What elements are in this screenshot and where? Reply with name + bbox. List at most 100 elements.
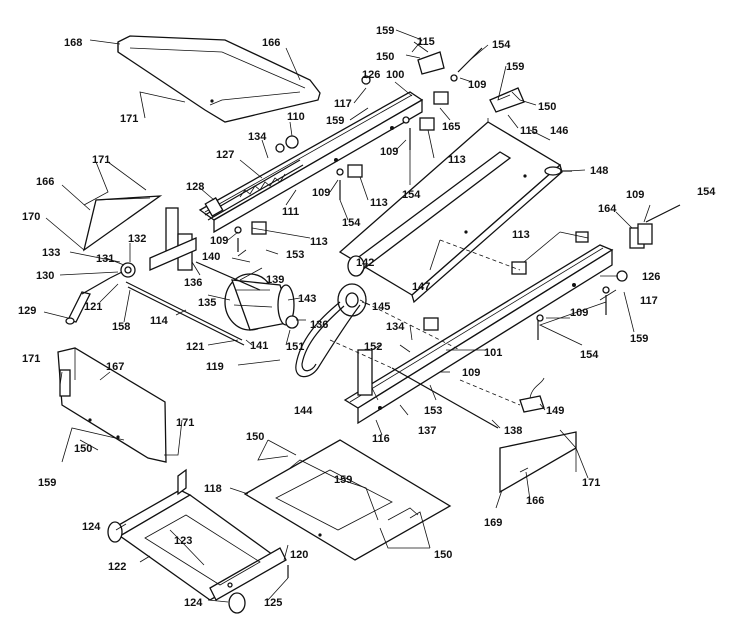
callout-136: 136 (184, 277, 202, 289)
callout-152: 152 (364, 341, 382, 353)
callout-149: 149 (546, 405, 564, 417)
callout-139: 139 (266, 274, 284, 286)
callout-171: 171 (92, 154, 110, 166)
callout-114: 114 (150, 315, 169, 327)
callout-124: 124 (184, 597, 203, 609)
end-bracket (629, 223, 653, 249)
callout-146: 146 (550, 125, 568, 137)
callout-150: 150 (246, 431, 264, 443)
callout-154: 154 (402, 189, 421, 201)
callout-148: 148 (590, 165, 608, 177)
callout-153: 153 (424, 405, 442, 417)
callout-150: 150 (538, 101, 556, 113)
callout-109: 109 (462, 367, 480, 379)
top-shroud (117, 35, 321, 123)
callout-159: 159 (376, 25, 394, 37)
front-panel (57, 347, 167, 463)
callout-166: 166 (262, 37, 280, 49)
callout-109: 109 (312, 187, 330, 199)
callout-140: 140 (202, 251, 220, 263)
callout-labels: 168 166 171 134 110 127 128 111 126 100 … (18, 25, 716, 609)
callout-126: 126 (362, 69, 380, 81)
callout-150: 150 (376, 51, 394, 63)
callout-113: 113 (448, 154, 466, 166)
callout-121: 121 (84, 301, 102, 313)
callout-158: 158 (112, 321, 130, 333)
callout-159: 159 (630, 333, 648, 345)
base-plate (243, 439, 452, 561)
callout-129: 129 (18, 305, 36, 317)
callout-154: 154 (580, 349, 599, 361)
callout-154: 154 (492, 39, 511, 51)
callout-142: 142 (356, 257, 374, 269)
callout-150: 150 (434, 549, 452, 561)
callout-111: 111 (282, 206, 299, 218)
callout-153: 153 (286, 249, 304, 261)
callout-115: 115 (520, 125, 538, 137)
callout-159: 159 (506, 61, 524, 73)
base-frame (107, 468, 289, 614)
callout-118: 118 (204, 483, 222, 495)
callout-123: 123 (174, 535, 192, 547)
bracket-115 (417, 51, 525, 113)
callout-100: 100 (386, 69, 404, 81)
callout-141: 141 (250, 340, 268, 352)
callout-136: 136 (310, 319, 328, 331)
callout-154: 154 (697, 186, 716, 198)
callout-109: 109 (468, 79, 486, 91)
callout-170: 170 (22, 211, 40, 223)
lower-rail (343, 244, 614, 425)
left-side-plate (82, 195, 163, 252)
callout-113: 113 (370, 197, 388, 209)
callout-169: 169 (484, 517, 502, 529)
callout-144: 144 (294, 405, 313, 417)
callout-133: 133 (42, 247, 60, 259)
callout-113: 113 (310, 236, 328, 248)
right-panel (499, 431, 577, 494)
callout-150: 150 (74, 443, 92, 455)
callout-109: 109 (210, 235, 228, 247)
callout-134: 134 (386, 321, 405, 333)
callout-171: 171 (176, 417, 194, 429)
callout-147: 147 (412, 281, 430, 293)
fasteners (234, 47, 681, 340)
callout-124: 124 (82, 521, 101, 533)
rod-137 (329, 339, 499, 429)
callout-127: 127 (216, 149, 234, 161)
switch (519, 377, 545, 413)
callout-138: 138 (504, 425, 522, 437)
callout-137: 137 (418, 425, 436, 437)
callout-168: 168 (64, 37, 82, 49)
callout-119: 119 (206, 361, 224, 373)
pulley (337, 283, 367, 317)
callout-164: 164 (598, 203, 617, 215)
callout-171: 171 (120, 113, 138, 125)
callout-134: 134 (248, 131, 267, 143)
callout-121: 121 (186, 341, 204, 353)
callout-125: 125 (264, 597, 282, 609)
callout-132: 132 (128, 233, 146, 245)
left-post (149, 207, 197, 271)
callout-126: 126 (642, 271, 660, 283)
callout-159: 159 (326, 115, 344, 127)
callout-135: 135 (198, 297, 216, 309)
callout-109: 109 (570, 307, 588, 319)
callout-165: 165 (442, 121, 460, 133)
callout-110: 110 (287, 111, 305, 123)
callout-120: 120 (290, 549, 308, 561)
callout-143: 143 (298, 293, 316, 305)
callout-116: 116 (372, 433, 390, 445)
callout-159: 159 (38, 477, 56, 489)
callout-128: 128 (186, 181, 204, 193)
upper-rail (198, 91, 424, 234)
motor-assembly (195, 261, 299, 331)
callout-166: 166 (526, 495, 544, 507)
callout-154: 154 (342, 217, 361, 229)
leadscrew (204, 135, 304, 221)
callout-101: 101 (484, 347, 502, 359)
drive-belt (295, 301, 361, 378)
callout-166: 166 (36, 176, 54, 188)
callout-145: 145 (372, 301, 390, 313)
callout-117: 117 (334, 98, 352, 110)
